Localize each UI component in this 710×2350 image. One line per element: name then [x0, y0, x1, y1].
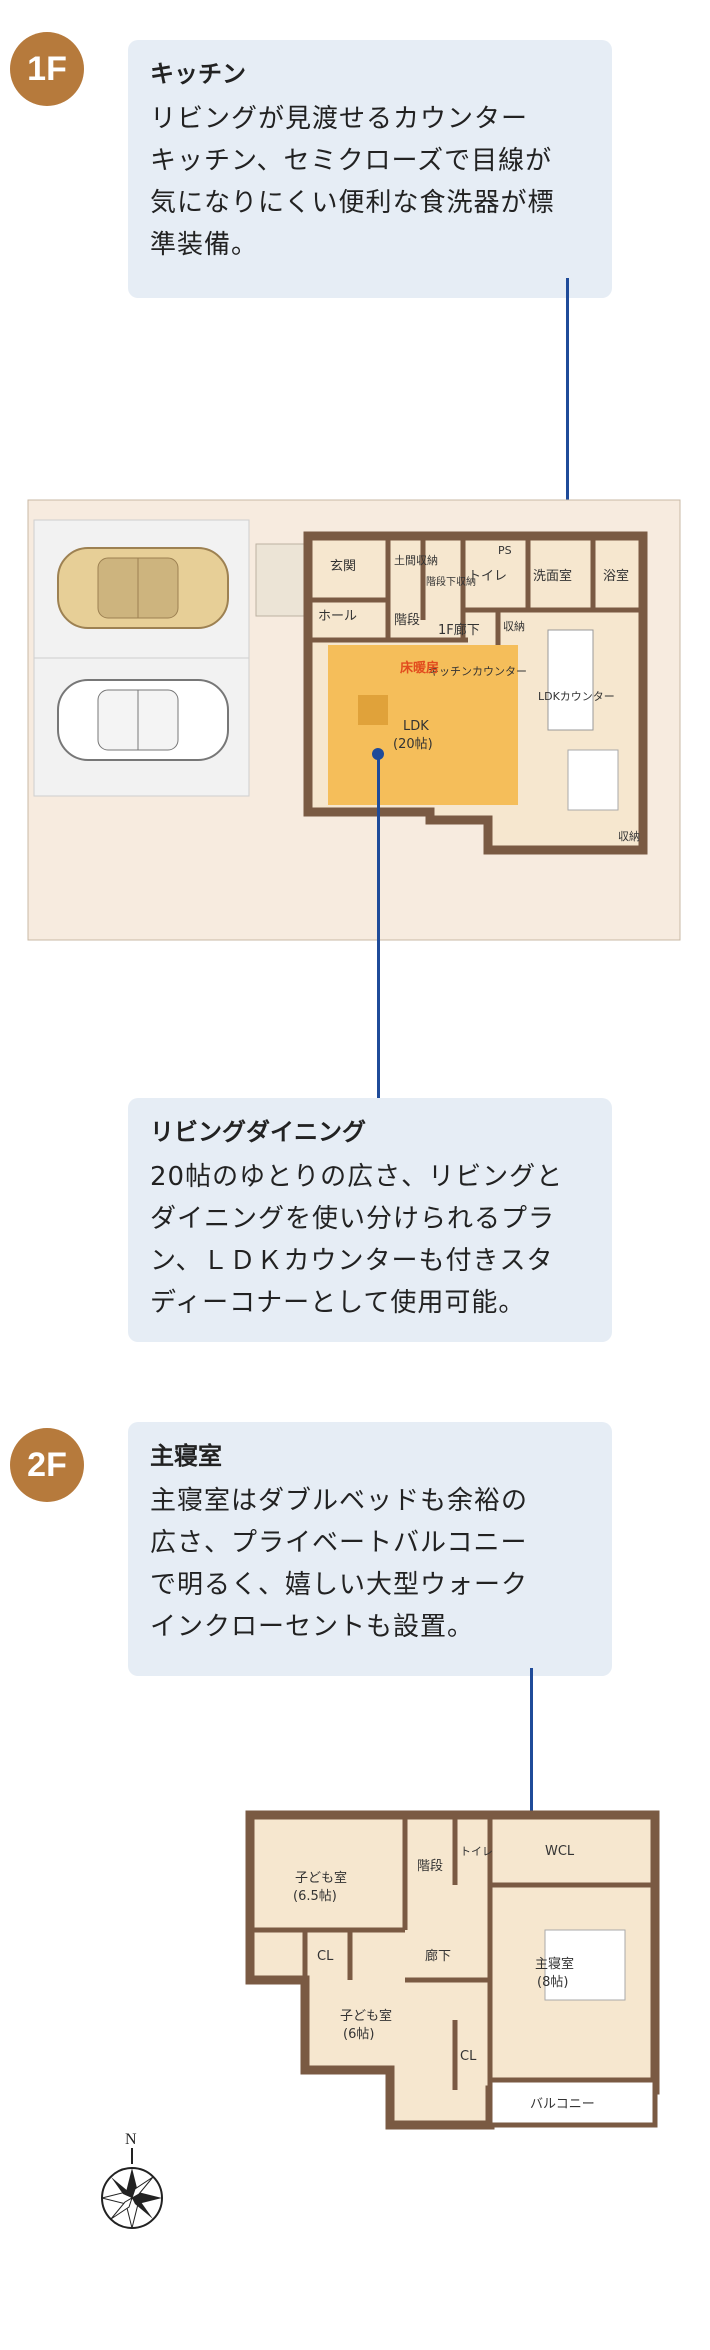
- kitchen-leader-line: [566, 278, 569, 640]
- label-ldk: LDK: [403, 719, 429, 734]
- kitchen-description: リビングが見渡せるカウンター キッチン、セミクローズで目線が 気になりにくい便利…: [150, 98, 590, 266]
- kitchen-line-4: 準装備。: [150, 229, 259, 260]
- label-kaidan-shita: 階段下収納: [426, 575, 476, 588]
- label-cl-2: CL: [460, 2049, 477, 2064]
- label-kodomo-1: 子ども室: [295, 1870, 347, 1886]
- label-ldk-counter: LDKカウンター: [538, 690, 615, 703]
- floor-2-badge: 2F: [10, 1428, 84, 1502]
- label-kodomo-1-size: (6.5帖): [293, 1889, 337, 1904]
- kitchen-title: キッチン: [150, 60, 246, 88]
- label-shushin: 主寝室: [535, 1956, 574, 1972]
- master-line-3: で明るく、嬉しい大型ウォーク: [150, 1569, 529, 1600]
- label-senmen: 洗面室: [533, 568, 572, 584]
- label-shushin-size: (8帖): [537, 1975, 568, 1990]
- label-ldk-size: (20帖): [393, 737, 433, 752]
- living-card: リビングダイニング 20帖のゆとりの広さ、リビングと ダイニングを使い分けられる…: [128, 1098, 612, 1342]
- label-cl-1: CL: [317, 1949, 334, 1964]
- master-bed-icon: [544, 1929, 626, 2001]
- label-shuno-1: 収納: [503, 620, 525, 633]
- label-genkan: 玄関: [330, 559, 356, 574]
- label-toilet-2f: トイレ: [460, 1845, 493, 1858]
- car-2-icon: [57, 679, 229, 761]
- living-description: 20帖のゆとりの広さ、リビングと ダイニングを使い分けられるプラ ン、ＬＤＫカウ…: [150, 1156, 590, 1324]
- master-description: 主寝室はダブルベッドも余裕の 広さ、プライベートバルコニー で明るく、嬉しい大型…: [150, 1480, 590, 1648]
- label-ps: PS: [498, 544, 512, 557]
- master-line-1: 主寝室はダブルベッドも余裕の: [150, 1485, 529, 1516]
- living-line-3: ン、ＬＤＫカウンターも付きスタ: [150, 1245, 554, 1276]
- living-leader-line: [377, 752, 380, 1100]
- label-balcony: バルコニー: [530, 2097, 595, 2112]
- label-yuka-danbou: 床暖房: [400, 660, 439, 676]
- living-line-4: ディーコナーとして使用可能。: [150, 1287, 526, 1318]
- living-line-1: 20帖のゆとりの広さ、リビングと: [150, 1161, 564, 1192]
- living-title: リビングダイニング: [150, 1118, 366, 1146]
- floor-1-plan: 玄関 ホール 土間収納 階段 階段下収納 トイレ PS 洗面室 浴室 1F廊下 …: [27, 499, 681, 941]
- label-kaidan-2f: 階段: [417, 1859, 443, 1874]
- master-line-4: インクローセントも設置。: [150, 1611, 475, 1642]
- floor-2-plan: 子ども室 (6.5帖) 階段 トイレ WCL CL 廊下 主寝室 (8帖) 子ど…: [245, 1810, 660, 2130]
- kitchen-block: [547, 629, 594, 731]
- compass-icon: N: [101, 2131, 163, 2229]
- kitchen-line-2: キッチン、セミクローズで目線が: [150, 145, 553, 176]
- label-kodomo-2-size: (6帖): [343, 2027, 374, 2042]
- floor-2-badge-label: 2F: [27, 1445, 67, 1484]
- kitchen-line-3: 気になりにくい便利な食洗器が標: [150, 187, 555, 218]
- label-yokushitsu: 浴室: [603, 568, 629, 584]
- master-line-2: 広さ、プライベートバルコニー: [150, 1527, 528, 1558]
- car-1-icon: [57, 547, 229, 629]
- label-rouka-1f: 1F廊下: [438, 622, 480, 638]
- label-wcl: WCL: [545, 1844, 575, 1859]
- floor-1-badge: 1F: [10, 32, 84, 106]
- balcony-area: [487, 2077, 658, 2128]
- master-title: 主寝室: [150, 1442, 222, 1470]
- label-shuno-2: 収納: [618, 830, 640, 843]
- master-card: 主寝室 主寝室はダブルベッドも余裕の 広さ、プライベートバルコニー で明るく、嬉…: [128, 1422, 612, 1676]
- label-kodomo-2: 子ども室: [340, 2008, 392, 2024]
- compass-north-label: N: [125, 2131, 137, 2148]
- house-2f-outline: [245, 1810, 660, 2130]
- floor-1-badge-label: 1F: [27, 49, 67, 88]
- label-rouka-2f: 廊下: [425, 1948, 451, 1964]
- dining-table-icon: [567, 749, 619, 811]
- label-kitchen-counter: キッチンカウンター: [428, 665, 527, 678]
- label-doma: 土間収納: [394, 554, 438, 567]
- kitchen-card: キッチン リビングが見渡せるカウンター キッチン、セミクローズで目線が 気になり…: [128, 40, 612, 298]
- label-kaidan: 階段: [394, 613, 420, 628]
- kitchen-line-1: リビングが見渡せるカウンター: [150, 103, 529, 134]
- label-hall: ホール: [318, 609, 357, 624]
- living-line-2: ダイニングを使い分けられるプラ: [150, 1203, 556, 1234]
- label-toilet-1f: トイレ: [468, 569, 507, 584]
